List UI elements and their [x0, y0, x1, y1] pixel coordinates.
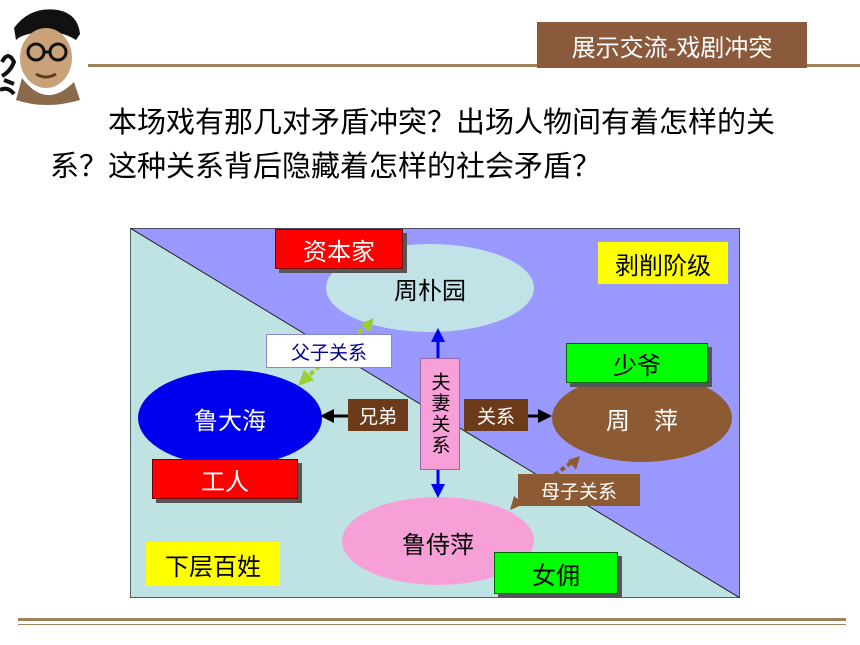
relation-husband-wife: 夫妻关系: [420, 358, 460, 470]
header-title: 展示交流-戏剧冲突: [537, 22, 807, 68]
zhou-puyuan-name: 周朴园: [394, 276, 466, 305]
question-text: 本场戏有那几对矛盾冲突？出场人物间有着怎样的关系？这种关系背后隐藏着怎样的社会矛…: [50, 105, 776, 183]
class-exploiting: 剥削阶级: [598, 242, 728, 284]
tag-young-master: 少爷: [566, 343, 708, 383]
tag-worker: 工人: [152, 459, 298, 499]
footer-rule-thick: [18, 618, 846, 621]
lu-dahai-ellipse: [138, 370, 322, 466]
author-portrait: [0, 0, 88, 110]
footer-rule-thin: [18, 624, 846, 625]
relation-link: 关系: [464, 399, 528, 431]
class-common-people: 下层百姓: [146, 542, 280, 586]
lu-dahai-name: 鲁大海: [194, 406, 266, 435]
relation-brothers: 兄弟: [348, 399, 408, 431]
lu-shiping-ellipse: [342, 497, 534, 585]
zhou-ping-ellipse: [552, 374, 732, 462]
header-rule: [88, 64, 860, 67]
lu-shiping-name: 鲁侍萍: [402, 530, 474, 559]
zhou-ping-name: 周 萍: [606, 406, 678, 435]
tag-maid: 女佣: [494, 552, 618, 594]
tag-capitalist: 资本家: [275, 229, 403, 269]
relation-father-son: 父子关系: [266, 334, 392, 368]
relation-mother-son: 母子关系: [518, 474, 640, 506]
